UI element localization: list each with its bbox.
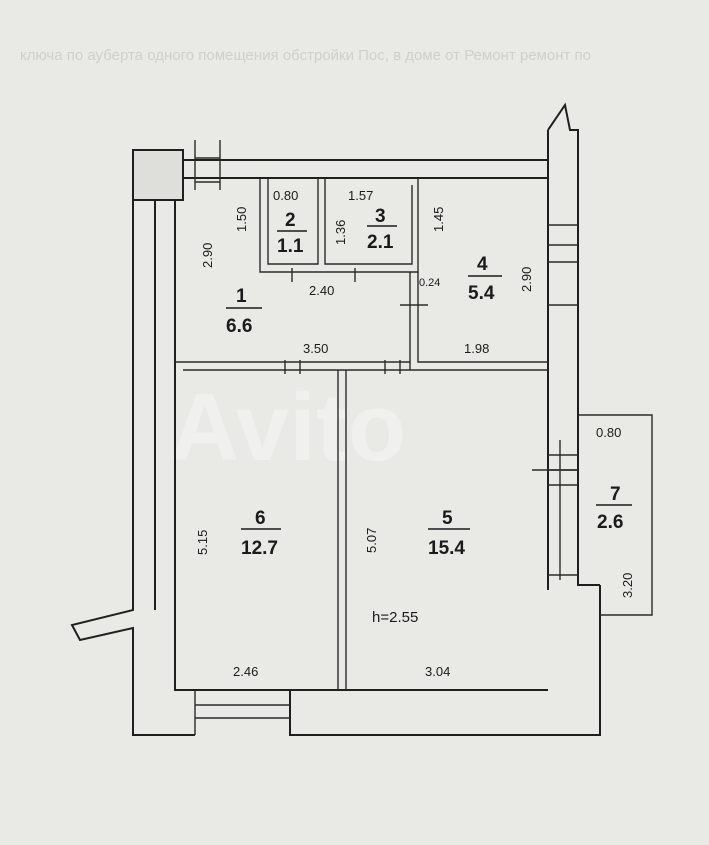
dim-5-15: 5.15	[195, 530, 210, 555]
room-3-area: 2.1	[367, 232, 394, 253]
dim-0-24: 0.24	[419, 277, 440, 289]
dim-2-46: 2.46	[233, 664, 258, 679]
bottom-outer-wall	[289, 585, 601, 736]
dim-1-57: 1.57	[348, 188, 373, 203]
room-3-label: 3 2.1	[367, 206, 397, 253]
dim-5-07: 5.07	[364, 528, 379, 553]
room-4-area: 5.4	[468, 283, 495, 304]
room-7-number: 7	[610, 484, 621, 505]
room2-walls	[267, 178, 319, 265]
room-4-label: 4 5.4	[468, 254, 502, 304]
dim-3-04: 3.04	[425, 664, 450, 679]
dim-0-80-balcony: 0.80	[596, 425, 621, 440]
header-text: ключа по ауберта одного помещения обстро…	[20, 47, 591, 64]
window-right-top	[548, 224, 578, 306]
room-2-area: 1.1	[277, 236, 304, 257]
interior-walls	[175, 178, 548, 690]
entrance-door	[194, 690, 290, 735]
left-outer-wall	[70, 200, 195, 736]
room-6-label: 6 12.7	[241, 508, 281, 559]
room1-bottom-wall	[175, 361, 411, 370]
room-2-label: 2 1.1	[277, 210, 307, 257]
room-5-label: 5 15.4	[428, 508, 470, 559]
outer-walls	[70, 102, 653, 736]
right-outer-wall	[547, 102, 600, 586]
room-7-area: 2.6	[597, 512, 623, 533]
dim-0-80-top: 0.80	[273, 188, 298, 203]
room-1-label: 1 6.6	[226, 286, 262, 337]
door-marks-upper	[291, 268, 428, 306]
room-5-number: 5	[442, 508, 453, 529]
dim-3-20: 3.20	[620, 573, 635, 598]
room-6-number: 6	[255, 508, 266, 529]
balcony-outline	[578, 414, 653, 616]
room-2-number: 2	[285, 210, 296, 231]
room-6-area: 12.7	[241, 538, 278, 559]
door-marks	[284, 360, 401, 374]
room5-6-partition	[337, 370, 347, 690]
bottom-inner-wall	[174, 200, 548, 691]
corner-block	[132, 149, 184, 201]
dim-2-90-right: 2.90	[519, 267, 534, 292]
dim-1-50: 1.50	[234, 207, 249, 232]
room3-walls	[324, 178, 413, 265]
ceiling-height: h=2.55	[372, 609, 418, 626]
wc-block-walls	[259, 178, 419, 273]
dimension-labels: 0.80 1.57 1.50 2.90 1.36 1.45 2.90 2.40 …	[195, 188, 635, 679]
dim-2-90-left: 2.90	[200, 243, 215, 268]
room-5-area: 15.4	[428, 538, 465, 559]
room4-walls	[417, 272, 548, 363]
room-7-label: 7 2.6	[596, 484, 632, 533]
room-1-area: 6.6	[226, 316, 252, 337]
room-4-number: 4	[477, 254, 488, 275]
window-right-bottom	[548, 440, 578, 580]
dim-1-36: 1.36	[333, 220, 348, 245]
dim-3-50: 3.50	[303, 341, 328, 356]
watermark: Avito	[170, 374, 406, 481]
room-1-number: 1	[236, 286, 247, 307]
dim-1-45: 1.45	[431, 207, 446, 232]
top-wall	[182, 159, 549, 179]
dim-1-98: 1.98	[464, 341, 489, 356]
window-top-left	[194, 140, 221, 190]
room-labels: 1 6.6 2 1.1 3 2.1 4 5.4 5 15.4 6 12.7	[226, 206, 632, 559]
room-3-number: 3	[375, 206, 386, 227]
dim-2-40: 2.40	[309, 283, 334, 298]
